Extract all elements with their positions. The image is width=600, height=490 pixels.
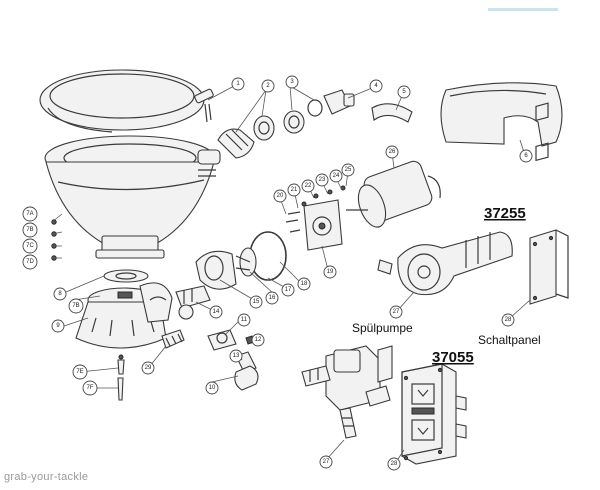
- svg-text:8: 8: [58, 291, 62, 297]
- callout-28-panel-b: 28: [387, 457, 401, 471]
- callout-15: 15: [249, 295, 263, 309]
- callout-29: 29: [141, 361, 155, 375]
- svg-text:4: 4: [374, 83, 378, 89]
- svg-text:19: 19: [327, 269, 334, 275]
- callout-9: 9: [51, 319, 65, 333]
- callout-18: 18: [297, 277, 311, 291]
- svg-text:7C: 7C: [26, 243, 34, 249]
- callout-27-pump: 27: [389, 305, 403, 319]
- svg-text:7E: 7E: [76, 369, 83, 375]
- callout-8: 8: [53, 287, 67, 301]
- callout-7b-lower: 7B: [68, 298, 84, 314]
- callout-7f: 7F: [82, 380, 98, 396]
- callout-19: 19: [323, 265, 337, 279]
- base-screws: [117, 329, 185, 401]
- base-gasket: [103, 269, 149, 283]
- panel-37055: [401, 363, 467, 465]
- outlet-fittings: [217, 89, 355, 159]
- panel-37255: [529, 102, 569, 305]
- callout-22: 22: [301, 179, 315, 193]
- svg-text:22: 22: [305, 183, 312, 189]
- callout-3: 3: [285, 75, 299, 89]
- svg-text:9: 9: [56, 323, 60, 329]
- pump-label: Spülpumpe: [352, 321, 413, 335]
- svg-text:12: 12: [255, 337, 262, 343]
- callout-24: 24: [329, 169, 343, 183]
- kit-number-37255: 37255: [484, 205, 526, 222]
- svg-text:14: 14: [213, 309, 220, 315]
- svg-text:3: 3: [290, 79, 294, 85]
- svg-text:17: 17: [285, 287, 292, 293]
- callout-7c: 7C: [22, 238, 38, 254]
- svg-text:27: 27: [323, 459, 330, 465]
- callout-10: 10: [205, 381, 219, 395]
- callout-23: 23: [315, 173, 329, 187]
- callout-28-panel: 28: [501, 313, 515, 327]
- callout-11: 11: [237, 313, 251, 327]
- callout-16: 16: [265, 291, 279, 305]
- svg-text:28: 28: [391, 461, 398, 467]
- callout-6: 6: [519, 149, 533, 163]
- svg-text:13: 13: [233, 353, 240, 359]
- callout-7b: 7B: [22, 222, 38, 238]
- svg-text:7B: 7B: [26, 227, 33, 233]
- svg-text:15: 15: [253, 299, 260, 305]
- callout-26: 26: [385, 145, 399, 159]
- callout-13: 13: [229, 349, 243, 363]
- svg-text:7B: 7B: [72, 303, 79, 309]
- svg-text:10: 10: [209, 385, 216, 391]
- callout-17: 17: [281, 283, 295, 297]
- svg-text:6: 6: [524, 153, 528, 159]
- callout-5: 5: [397, 85, 411, 99]
- pump-base: [75, 282, 173, 349]
- impeller-group: [195, 231, 287, 290]
- svg-text:23: 23: [319, 177, 326, 183]
- callout-bubbles: 1 2 3 4 5 6 7A 7B 7C 7D 8 7B 9 10 11 12 …: [22, 75, 533, 471]
- toilet-bowl: [44, 135, 221, 259]
- check-valve: [175, 285, 211, 320]
- svg-text:28: 28: [505, 317, 512, 323]
- callout-4: 4: [369, 79, 383, 93]
- callout-20: 20: [273, 189, 287, 203]
- svg-text:7D: 7D: [26, 259, 34, 265]
- svg-text:29: 29: [145, 365, 152, 371]
- svg-text:20: 20: [277, 193, 284, 199]
- svg-text:25: 25: [345, 167, 352, 173]
- svg-text:7F: 7F: [86, 385, 93, 391]
- callout-7a: 7A: [22, 206, 38, 222]
- callout-1: 1: [231, 77, 245, 91]
- callout-21: 21: [287, 183, 301, 197]
- panel-label: Schaltpanel: [478, 333, 541, 347]
- fastener-stack: [51, 219, 57, 261]
- svg-text:24: 24: [333, 173, 340, 179]
- svg-text:1: 1: [236, 81, 240, 87]
- solenoid-valve-37055: [301, 345, 393, 439]
- callout-27-valve: 27: [319, 455, 333, 469]
- callout-12: 12: [251, 333, 265, 347]
- svg-text:5: 5: [402, 89, 406, 95]
- svg-text:7A: 7A: [26, 211, 33, 217]
- pump-37255: [377, 231, 513, 296]
- callout-25: 25: [341, 163, 355, 177]
- watermark-text: grab-your-tackle: [4, 471, 89, 483]
- callout-7e: 7E: [72, 364, 88, 380]
- callout-7d: 7D: [22, 254, 38, 270]
- top-brand-mark: [488, 0, 558, 11]
- svg-text:18: 18: [301, 281, 308, 287]
- motor-assembly: [285, 160, 441, 251]
- svg-text:2: 2: [266, 83, 270, 89]
- svg-text:16: 16: [269, 295, 276, 301]
- kit-number-37055: 37055: [432, 349, 474, 366]
- svg-text:21: 21: [291, 187, 298, 193]
- svg-text:27: 27: [393, 309, 400, 315]
- outlet-hose: [371, 103, 413, 123]
- motor-cover: [440, 82, 563, 147]
- svg-text:11: 11: [241, 317, 248, 323]
- svg-text:26: 26: [389, 149, 396, 155]
- callout-2: 2: [261, 79, 275, 93]
- callout-14: 14: [209, 305, 223, 319]
- toilet-lid: [39, 69, 214, 133]
